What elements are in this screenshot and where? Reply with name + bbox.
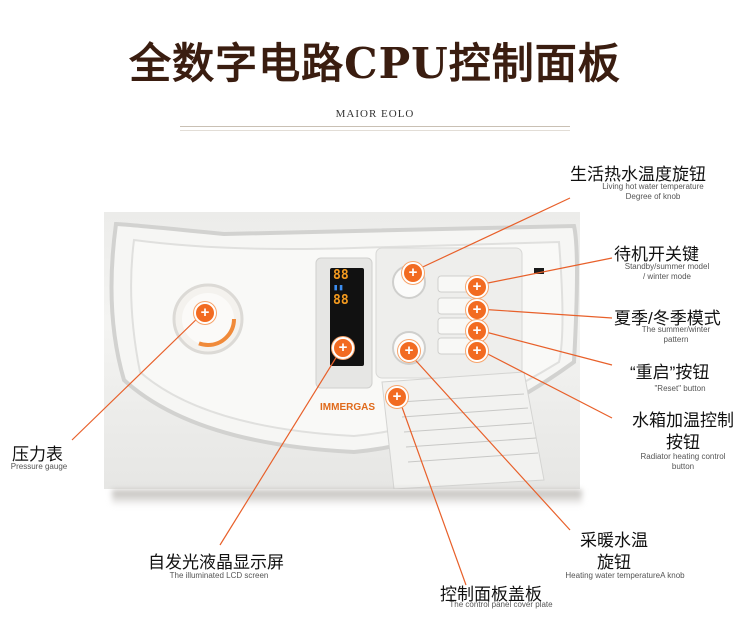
callout-standby-cn: 待机开关键 [614, 245, 699, 264]
callout-lcd-cn: 自发光液晶显示屏 [148, 553, 284, 572]
page-title: 全数字电路CPU控制面板 [129, 39, 621, 88]
marker-standby[interactable]: + [466, 276, 488, 298]
marker-gauge[interactable]: + [194, 302, 216, 324]
marker-radiator[interactable]: + [466, 340, 488, 362]
marker-reset[interactable]: + [466, 320, 488, 342]
immergas-logo: IMMERGAS [320, 402, 375, 413]
divider-rule [180, 126, 570, 127]
callout-heating-knob-en: Heating water temperatureA knob [565, 571, 685, 580]
callout-reset-en: "Reset" button [654, 384, 706, 393]
callout-heating-knob-cn: 采暖水温旋钮 [580, 531, 648, 572]
callout-radiator-cn: 水箱加温控制按钮 [632, 411, 734, 452]
callout-dhw-knob-cn: 生活热水温度旋钮 [570, 165, 706, 184]
marker-lcd[interactable]: + [332, 337, 354, 359]
callout-gauge-cn: 压力表 [12, 445, 63, 464]
callout-summer-winter-cn: 夏季/冬季模式 [614, 309, 721, 328]
divider-rule [180, 130, 570, 131]
callout-gauge-en: Pressure gauge [10, 462, 68, 471]
callout-lcd-en: The illuminated LCD screen [169, 571, 269, 580]
brand-caption: MAIOR EOLO [335, 108, 415, 120]
callout-standby-en: Standby/summer model/ winter mode [624, 262, 710, 281]
callout-cover-plate-en: The control panel cover plate [449, 600, 553, 609]
lcd-digits: 88 [333, 293, 349, 308]
marker-summer-winter[interactable]: + [466, 299, 488, 321]
panel-shadow [112, 490, 582, 506]
marker-dhw-knob[interactable]: + [402, 262, 424, 284]
marker-cover-plate[interactable]: + [386, 386, 408, 408]
callout-reset-cn: “重启”按钮 [630, 363, 710, 382]
lcd-digits: 88 [333, 268, 349, 283]
callout-cover-plate-cn: 控制面板盖板 [440, 585, 542, 604]
marker-heating-knob[interactable]: + [398, 340, 420, 362]
